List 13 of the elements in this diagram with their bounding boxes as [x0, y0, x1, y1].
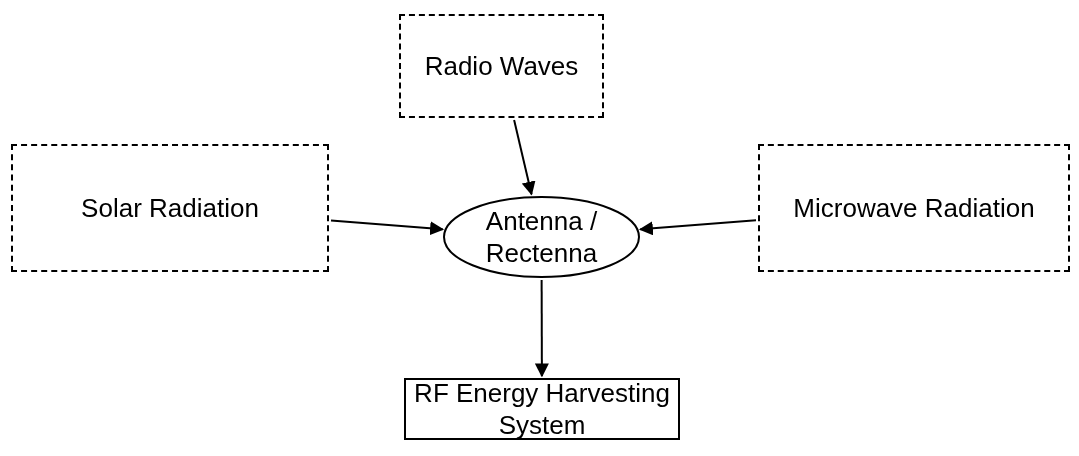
node-label: Radio Waves — [424, 49, 579, 83]
dashed-box — [758, 144, 1070, 272]
ellipse-node — [443, 196, 640, 278]
arrow — [330, 219, 445, 236]
node-label: RF Energy Harvesting System — [413, 376, 671, 442]
node-label: Microwave Radiation — [793, 191, 1035, 225]
arrow — [534, 279, 549, 378]
dashed-box — [11, 144, 329, 272]
node-label: Solar Radiation — [81, 191, 259, 225]
arrow — [638, 219, 757, 236]
dashed-box — [399, 14, 604, 118]
node-label: Antenna / Rectenna — [484, 204, 599, 270]
arrow — [513, 118, 536, 196]
